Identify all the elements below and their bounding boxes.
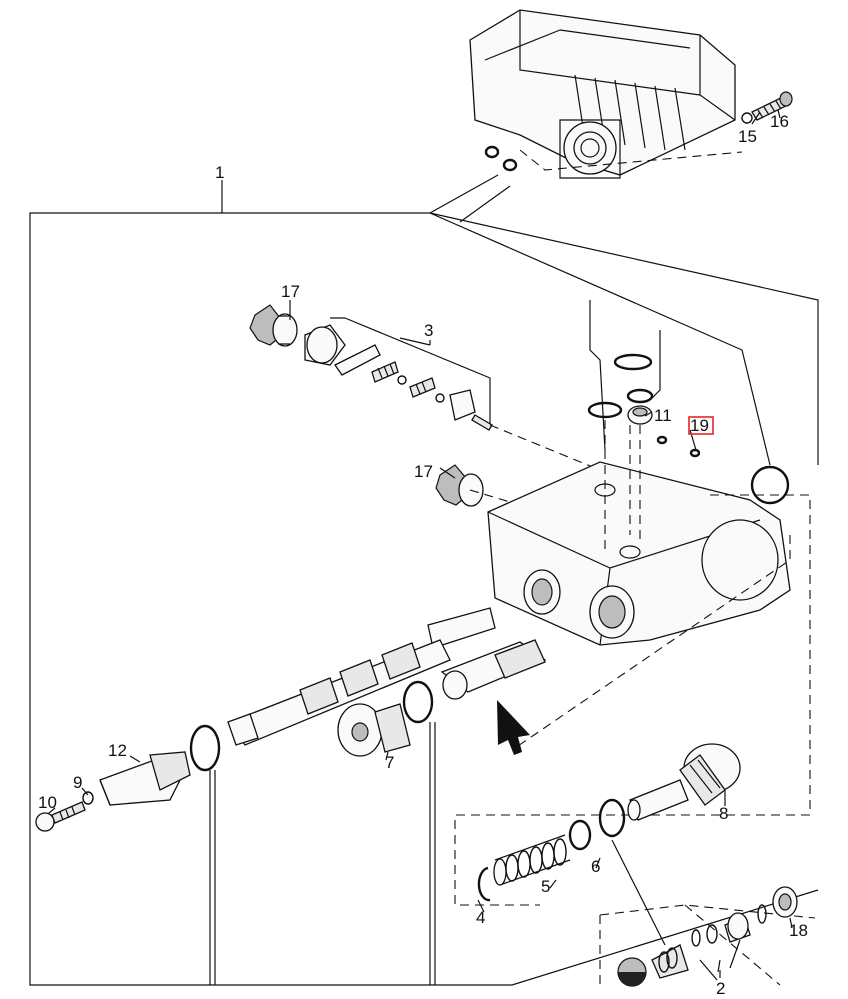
screw-10 bbox=[35, 801, 86, 832]
spool bbox=[189, 607, 496, 772]
callout-17-lower[interactable]: 17 bbox=[414, 462, 433, 481]
callout-9[interactable]: 9 bbox=[73, 773, 82, 792]
callout-18[interactable]: 18 bbox=[789, 921, 808, 940]
valve-block bbox=[487, 420, 791, 646]
direction-arrow bbox=[497, 700, 530, 755]
top-housing bbox=[469, 9, 743, 179]
small-o-rings-top bbox=[484, 145, 518, 172]
plug-17-upper bbox=[249, 304, 298, 347]
callout-16[interactable]: 16 bbox=[770, 112, 789, 131]
plug-17-lower bbox=[435, 464, 484, 507]
callout-7[interactable]: 7 bbox=[385, 753, 394, 772]
solenoid-12 bbox=[99, 751, 191, 806]
sleeve bbox=[627, 779, 689, 821]
callout-6[interactable]: 6 bbox=[591, 857, 600, 876]
snap-ring-4 bbox=[477, 866, 491, 902]
callout-19[interactable]: 19 bbox=[690, 416, 709, 435]
callout-8[interactable]: 8 bbox=[719, 804, 728, 823]
callout-2[interactable]: 2 bbox=[716, 979, 725, 998]
washer-9 bbox=[82, 791, 94, 805]
plug-8 bbox=[679, 743, 741, 806]
callout-4[interactable]: 4 bbox=[476, 908, 485, 927]
o-rings-block-top bbox=[587, 300, 790, 505]
check-valve-2 bbox=[617, 886, 798, 987]
callout-19-highlight-box bbox=[688, 416, 714, 435]
callouts: 1 2 3 4 5 6 7 8 9 10 11 12 15 16 17 17 1… bbox=[38, 112, 808, 998]
screw-16 bbox=[751, 91, 793, 121]
plug-7 bbox=[337, 680, 434, 757]
callout-11[interactable]: 11 bbox=[654, 406, 672, 425]
callout-1[interactable]: 1 bbox=[215, 163, 224, 182]
rings-6 bbox=[568, 798, 626, 851]
valve-kit-3 bbox=[304, 317, 493, 431]
washer-15 bbox=[741, 112, 753, 124]
callout-3[interactable]: 3 bbox=[424, 321, 433, 340]
callout-12[interactable]: 12 bbox=[108, 741, 127, 760]
callout-15[interactable]: 15 bbox=[738, 127, 757, 146]
leader-lines bbox=[47, 109, 793, 978]
callout-10[interactable]: 10 bbox=[38, 793, 57, 812]
piston bbox=[440, 639, 547, 700]
spring-5 bbox=[493, 834, 571, 886]
callout-5[interactable]: 5 bbox=[541, 877, 550, 896]
assembly-frame bbox=[29, 174, 819, 986]
callout-17-upper[interactable]: 17 bbox=[281, 282, 300, 301]
